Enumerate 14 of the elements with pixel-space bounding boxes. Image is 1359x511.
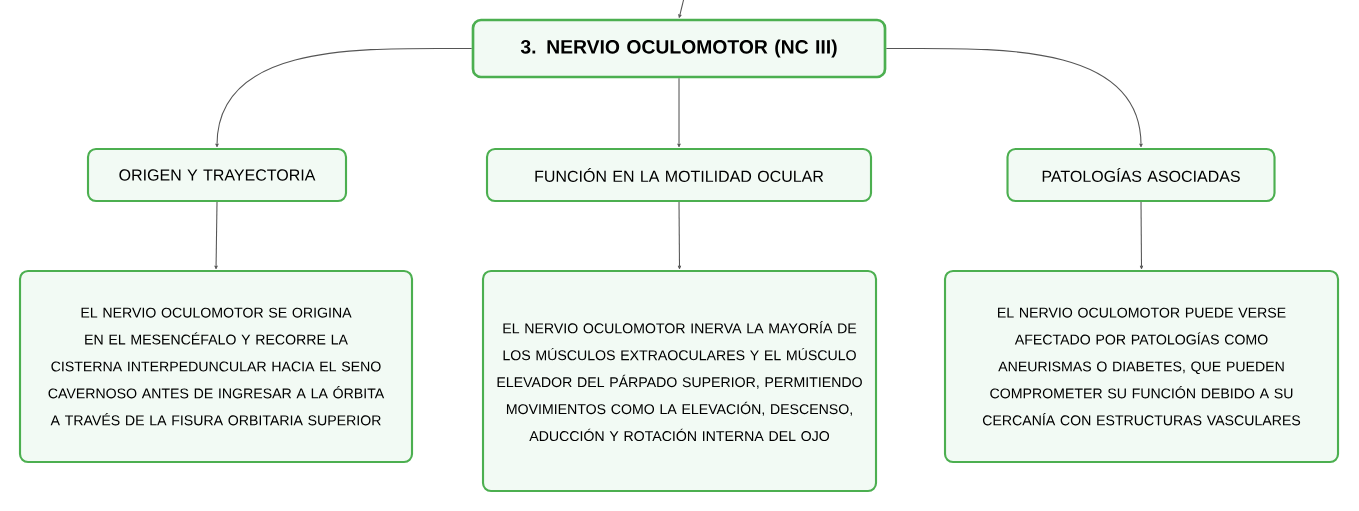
arrow (215, 47, 473, 148)
title-box: 3. NERVIO OCULOMOTOR (NC III) (471, 18, 887, 79)
topic-box: ORIGEN Y TRAYECTORIA (86, 147, 348, 203)
arrow (677, 77, 681, 148)
arrow (678, 0, 685, 19)
topic-box: PATOLOGÍAS ASOCIADAS (1006, 147, 1276, 203)
topic-box: FUNCIÓN EN LA MOTILIDAD OCULAR (485, 147, 873, 203)
arrow (1139, 201, 1144, 270)
description-box: EL NERVIO OCULOMOTOR PUEDE VERSE AFECTADO POR PATOLOGÍAS COMO ANEURISMAS O DIABETES, QUE PUEDEN COMPROMETER SU FUNCIÓN DEBIDO A SU CERCANÍA CON ESTRUCTURAS VASCULARES (943, 269, 1340, 464)
arrow (885, 47, 1143, 148)
arrow (677, 201, 682, 270)
description-box: EL NERVIO OCULOMOTOR INERVA LA MAYORÍA DE LOS MÚSCULOS EXTRAOCULARES Y EL MÚSCULO ELEVADOR DEL PÁRPADO SUPERIOR, PERMITIENDO MOVIMIENTOS COMO LA ELEVACIÓN, DESCENSO, ADUCCIÓN Y ROTACIÓN INTERNA DEL OJO (481, 269, 878, 493)
arrow (214, 201, 218, 270)
description-box: EL NERVIO OCULOMOTOR SE ORIGINA EN EL MESENCÉFALO Y RECORRE LA CISTERNA INTERPEDUNCULAR HACIA EL SENO CAVERNOSO ANTES DE INGRESAR A LA ÓRBITA A TRAVÉS DE LA FISURA ORBITARIA SUPERIOR (18, 269, 414, 464)
